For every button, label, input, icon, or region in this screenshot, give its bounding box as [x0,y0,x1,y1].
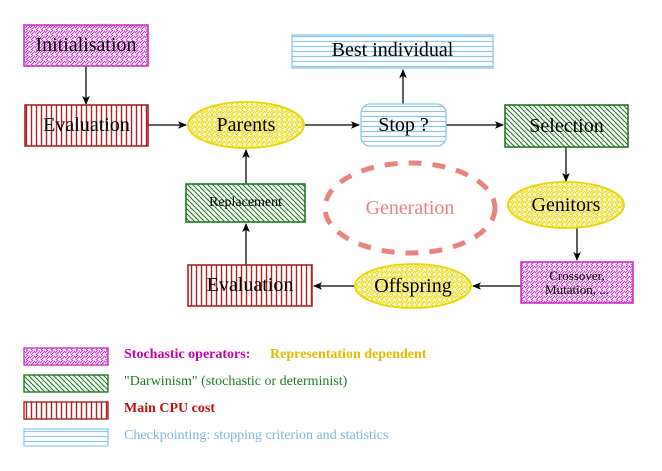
node-initialisation[interactable] [23,24,149,67]
node-evaluation-bottom[interactable] [187,264,313,307]
legend-label-main-cpu-cost: Main CPU cost [124,401,215,416]
legend-label-darwinism: "Darwinism" (stochastic or determinist) [124,374,348,389]
node-generation [322,160,498,256]
node-parents[interactable] [187,101,305,149]
legend-swatch-0 [23,347,109,366]
legend-label-stochastic-operators: Stochastic operators: [124,347,251,362]
node-replacement[interactable] [185,183,306,223]
node-selection[interactable] [504,104,629,148]
legend-swatch-2 [23,401,109,420]
edge-group [82,66,581,290]
legend-label-representation-dependent: Representation dependent [270,347,427,362]
node-offspring[interactable] [354,263,472,309]
legend-swatch-1 [23,374,109,393]
node-genitors[interactable] [507,181,625,229]
node-crossover-mutation[interactable] [520,261,634,304]
node-best-individual[interactable] [291,34,494,69]
node-evaluation-top[interactable] [24,104,149,147]
node-stop[interactable] [360,103,447,147]
legend-swatch-3 [23,428,109,447]
legend-label-checkpointing: Checkpointing: stopping criterion and st… [124,428,389,443]
